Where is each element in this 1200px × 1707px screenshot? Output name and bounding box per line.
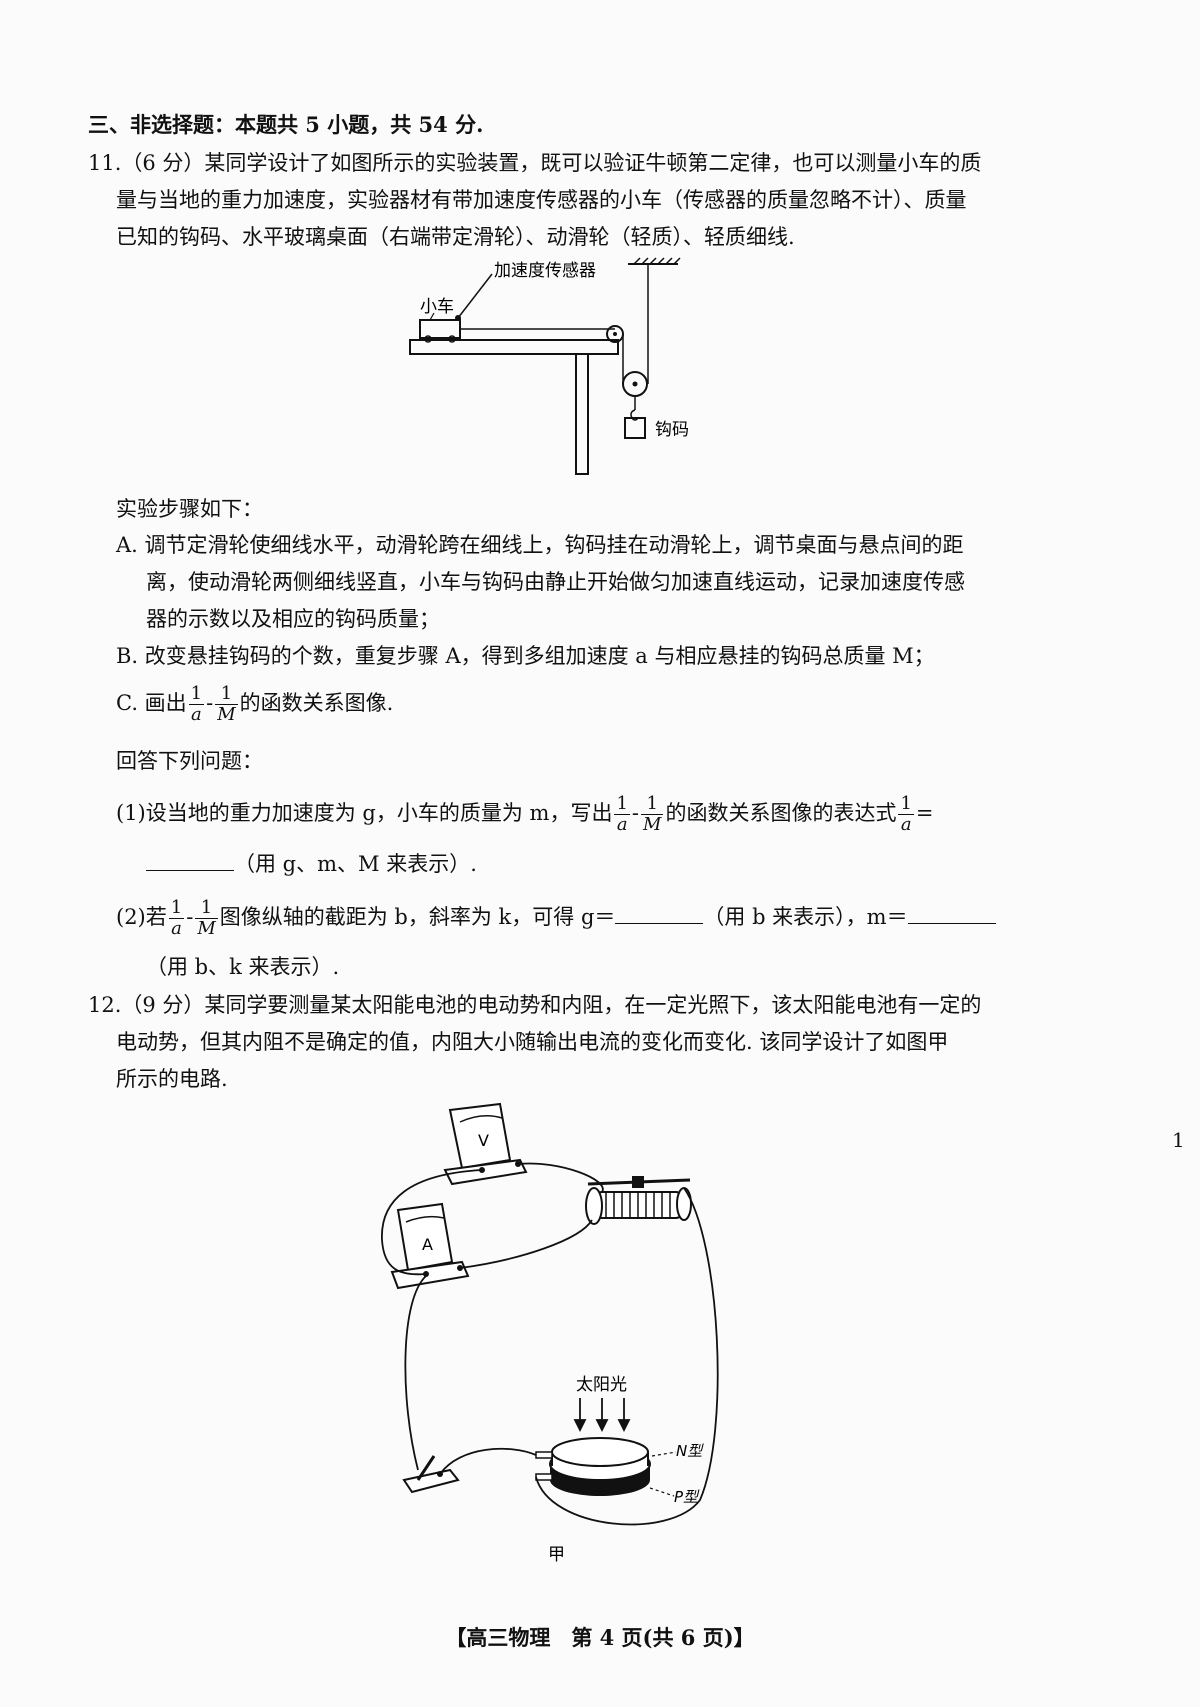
side-number: 1: [1172, 1128, 1185, 1152]
step-c-suffix: 的函数关系图像.: [239, 691, 394, 715]
fraction-separator: -: [206, 691, 214, 715]
part-1-hint: （用 g、m、M 来表示）.: [234, 852, 477, 876]
answer-title: 回答下列问题：: [116, 749, 263, 773]
page-footer: 【高三物理 第 4 页(共 6 页)】: [445, 1625, 755, 1650]
switch-icon: [402, 1455, 460, 1494]
sunlight-label: 太阳光: [576, 1375, 627, 1395]
q11-line-3: 已知的钩码、水平玻璃桌面（右端带定滑轮）、动滑轮（轻质）、轻质细线.: [116, 225, 795, 249]
q12-line-2: 电动势，但其内阻不是确定的值，内阻大小随输出电流的变化而变化. 该同学设计了如图…: [116, 1030, 949, 1054]
n-type-label: N型: [676, 1442, 704, 1460]
sensor-label: 加速度传感器: [494, 261, 596, 281]
part-1-line-2: （用 g、m、M 来表示）.: [146, 848, 477, 879]
part-2-mid2: （用 b 来表示），m＝: [703, 905, 908, 929]
part-2-line-2: （用 b、k 来表示）.: [146, 955, 340, 979]
circuit-wires: [381, 1162, 719, 1526]
pulley-apparatus-diagram: 加速度传感器 小车 钩码: [409, 257, 689, 475]
answer-blank-m[interactable]: [907, 901, 996, 924]
q12-line-1: 12.（9 分）某同学要测量某太阳能电池的电动势和内阻，在一定光照下，该太阳能电…: [88, 993, 982, 1017]
answer-blank-g[interactable]: [615, 901, 704, 924]
fraction-separator: -: [186, 905, 194, 929]
step-b: B. 改变悬挂钩码的个数，重复步骤 A，得到多组加速度 a 与相应悬挂的钩码总质…: [116, 644, 935, 668]
rheostat-icon: [585, 1176, 692, 1225]
q11-line-2: 量与当地的重力加速度，实验器材有带加速度传感器的小车（传感器的质量忽略不计）、质…: [116, 188, 967, 212]
steps-title: 实验步骤如下：: [116, 497, 263, 521]
part-2-prefix: (2)若: [116, 905, 167, 929]
figure-caption: 甲: [548, 1545, 565, 1565]
answer-blank-1[interactable]: [146, 848, 234, 871]
q12-line-3: 所示的电路.: [116, 1067, 228, 1091]
step-a-line-3: 器的示数以及相应的钩码质量；: [146, 607, 440, 631]
sunlight-arrows-icon: [573, 1398, 631, 1433]
solar-cell-icon: [535, 1437, 651, 1496]
step-a-line-2: 离，使动滑轮两侧细线竖直，小车与钩码由静止开始做匀加速直线运动，记录加速度传感: [146, 570, 965, 594]
voltmeter-icon: V: [443, 1102, 528, 1186]
equals-sign: =: [915, 801, 934, 825]
q11-line-1: 11.（6 分）某同学设计了如图所示的实验装置，既可以验证牛顿第二定律，也可以测…: [88, 151, 982, 175]
fraction-separator: -: [631, 801, 640, 825]
step-a-line-1: A. 调节定滑轮使细线水平，动滑轮跨在细线上，钩码挂在动滑轮上，调节桌面与悬点间…: [116, 533, 964, 557]
ammeter-icon: A: [390, 1202, 470, 1290]
weight-label: 钩码: [655, 420, 689, 440]
step-c-prefix: C. 画出: [116, 691, 187, 715]
part-1-prefix: (1)设当地的重力加速度为 g，小车的质量为 m，写出: [116, 801, 613, 825]
part-1-mid: 的函数关系图像的表达式: [665, 801, 897, 825]
voltmeter-label: V: [478, 1131, 489, 1150]
cart-label: 小车: [420, 297, 454, 317]
section-header: 三、非选择题：本题共 5 小题，共 54 分.: [88, 112, 484, 137]
ammeter-label: A: [422, 1235, 433, 1254]
part-2-mid: 图像纵轴的截距为 b，斜率为 k，可得 g＝: [219, 905, 616, 929]
p-type-label: P型: [674, 1488, 700, 1506]
solar-cell-circuit-diagram: V A: [381, 1102, 719, 1565]
